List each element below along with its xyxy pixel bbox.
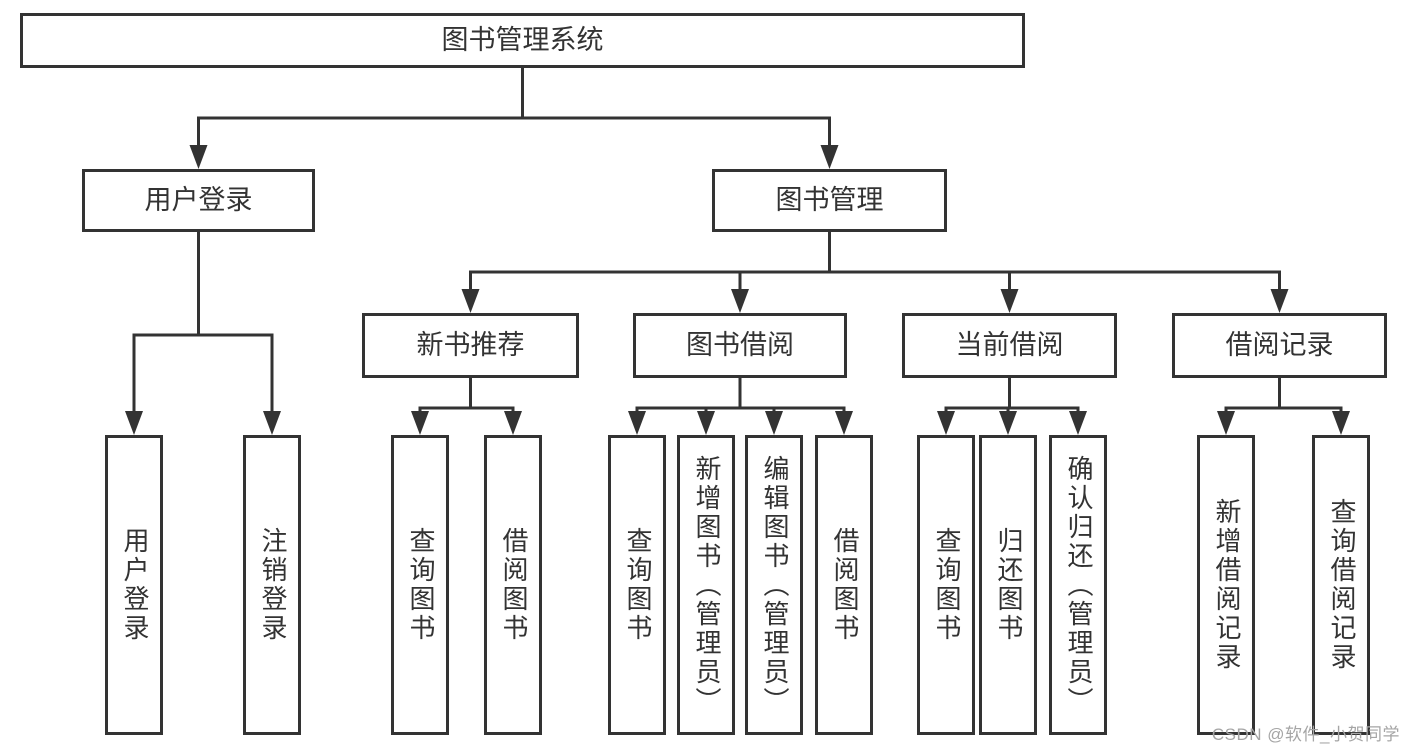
node-book-borrow: 图书借阅 bbox=[633, 313, 847, 378]
node-leaf-user-login: 用户登录 bbox=[105, 435, 163, 735]
node-root-label: 图书管理系统 bbox=[441, 25, 604, 55]
node-current-confirm-return-admin: 确认归还（管理员） bbox=[1049, 435, 1107, 735]
node-borrow-add-books-admin-label: 新增图书（管理员） bbox=[691, 454, 722, 716]
node-user-login-label: 用户登录 bbox=[144, 185, 253, 215]
node-book-borrow-label: 图书借阅 bbox=[686, 330, 794, 360]
node-leaf-logout: 注销登录 bbox=[243, 435, 301, 735]
node-records-query-borrow-record: 查询借阅记录 bbox=[1312, 435, 1370, 735]
node-current-query-books: 查询图书 bbox=[917, 435, 975, 735]
node-leaf-user-login-label: 用户登录 bbox=[119, 527, 150, 643]
node-borrow-borrow-books-label: 借阅图书 bbox=[829, 527, 860, 643]
csdn-watermark: CSDN @软件_小贺同学 bbox=[1211, 725, 1400, 744]
node-new-book-recommend-label: 新书推荐 bbox=[416, 330, 525, 360]
node-borrow-query-books-label: 查询图书 bbox=[622, 527, 653, 643]
node-new-book-recommend: 新书推荐 bbox=[362, 313, 579, 378]
node-borrow-records-label: 借阅记录 bbox=[1225, 330, 1334, 360]
node-leaf-logout-label: 注销登录 bbox=[257, 527, 288, 643]
node-borrow-borrow-books: 借阅图书 bbox=[815, 435, 873, 735]
node-borrow-edit-books-admin: 编辑图书（管理员） bbox=[745, 435, 803, 735]
node-recommend-borrow-books-label: 借阅图书 bbox=[498, 527, 529, 643]
node-current-borrow: 当前借阅 bbox=[902, 313, 1117, 378]
node-borrow-edit-books-admin-label: 编辑图书（管理员） bbox=[759, 454, 790, 716]
node-current-return-books: 归还图书 bbox=[979, 435, 1037, 735]
node-current-return-books-label: 归还图书 bbox=[993, 527, 1024, 643]
node-recommend-borrow-books: 借阅图书 bbox=[484, 435, 542, 735]
node-records-query-borrow-record-label: 查询借阅记录 bbox=[1326, 498, 1357, 672]
node-user-login: 用户登录 bbox=[82, 169, 315, 232]
node-book-management: 图书管理 bbox=[712, 169, 947, 232]
node-current-query-books-label: 查询图书 bbox=[931, 527, 962, 643]
node-book-management-label: 图书管理 bbox=[775, 185, 884, 215]
node-records-add-borrow-record-label: 新增借阅记录 bbox=[1211, 498, 1242, 672]
node-borrow-add-books-admin: 新增图书（管理员） bbox=[677, 435, 735, 735]
node-current-borrow-label: 当前借阅 bbox=[955, 330, 1064, 360]
node-recommend-query-books: 查询图书 bbox=[391, 435, 449, 735]
node-recommend-query-books-label: 查询图书 bbox=[405, 527, 436, 643]
connector-lines bbox=[132, 66, 1343, 414]
node-current-confirm-return-admin-label: 确认归还（管理员） bbox=[1063, 454, 1094, 716]
node-borrow-query-books: 查询图书 bbox=[608, 435, 666, 735]
node-root: 图书管理系统 bbox=[20, 13, 1025, 68]
node-records-add-borrow-record: 新增借阅记录 bbox=[1197, 435, 1255, 735]
node-borrow-records: 借阅记录 bbox=[1172, 313, 1387, 378]
arrowheads bbox=[125, 145, 1350, 435]
